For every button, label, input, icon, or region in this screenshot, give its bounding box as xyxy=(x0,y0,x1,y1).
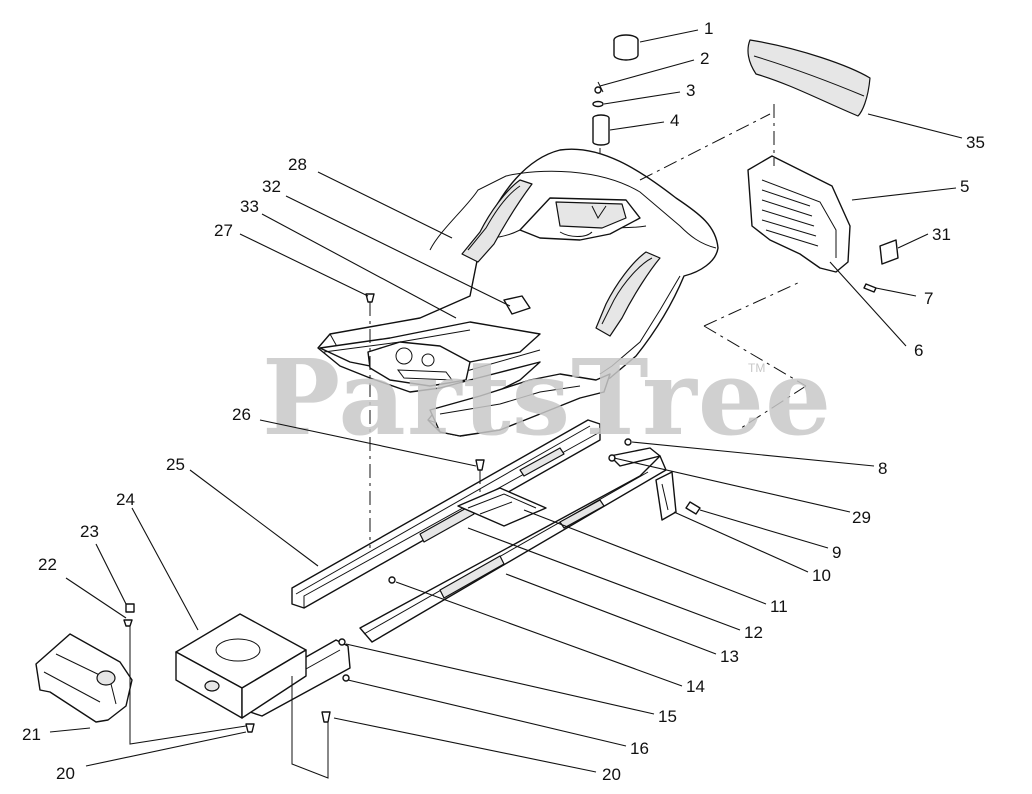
part-35-decal xyxy=(747,39,871,117)
part-26-bolt xyxy=(475,459,485,471)
callout-16: 16 xyxy=(630,739,649,758)
callout-2: 2 xyxy=(700,49,709,68)
callout-33: 33 xyxy=(240,197,259,216)
callout-4: 4 xyxy=(670,111,679,130)
part-16-nut xyxy=(342,674,350,682)
part-31-plate xyxy=(879,239,899,265)
leader-20-right-box xyxy=(291,676,329,779)
callout-21: 21 xyxy=(22,725,41,744)
centerline-6a xyxy=(703,281,801,327)
callout-29: 29 xyxy=(852,508,871,527)
callout-25: 25 xyxy=(166,455,185,474)
watermark: PartsTree xyxy=(262,336,832,459)
part-23-bolt xyxy=(125,603,135,613)
callout-24: 24 xyxy=(116,490,135,509)
part-5-rear-shield xyxy=(747,155,851,273)
part-1-knob xyxy=(613,34,639,61)
callout-32: 32 xyxy=(262,177,281,196)
centerline-6c xyxy=(737,385,807,431)
callout-7: 7 xyxy=(924,289,933,308)
callout-11: 11 xyxy=(770,597,788,616)
part-10-bracket xyxy=(655,471,677,521)
leader-20-left-box xyxy=(129,626,247,745)
part-8-nut xyxy=(624,438,632,446)
part-14-nut xyxy=(388,576,396,584)
part-3-washer xyxy=(592,100,604,108)
part-22-nut xyxy=(123,619,133,627)
callout-14: 14 xyxy=(686,677,705,696)
centerline-decal xyxy=(639,113,771,181)
callout-6: 6 xyxy=(914,341,923,360)
callout-12: 12 xyxy=(744,623,763,642)
part-20-bolt-right xyxy=(321,711,331,723)
callout-28: 28 xyxy=(288,155,307,174)
part-9-bolt xyxy=(685,501,701,515)
callout-15: 15 xyxy=(658,707,677,726)
callout-20-right: 20 xyxy=(602,765,621,784)
part-25-frame-rail-left xyxy=(291,419,601,609)
callout-20-left: 20 xyxy=(56,764,75,783)
part-15-bolt xyxy=(338,638,346,646)
callout-1: 1 xyxy=(704,19,713,38)
part-24-mounting-plate xyxy=(175,613,307,719)
callout-8: 8 xyxy=(878,459,887,478)
callout-27: 27 xyxy=(214,221,233,240)
callout-23: 23 xyxy=(80,522,99,541)
centerline-6b xyxy=(703,325,807,387)
callout-5: 5 xyxy=(960,177,969,196)
part-7-bolt xyxy=(863,283,877,293)
callout-22: 22 xyxy=(38,555,57,574)
callout-35: 35 xyxy=(966,133,985,152)
callout-13: 13 xyxy=(720,647,739,666)
callout-26: 26 xyxy=(232,405,251,424)
callout-labels: 1 2 3 4 35 28 32 33 27 5 31 7 6 26 8 25 … xyxy=(22,19,985,784)
part-20-bolt-left xyxy=(245,723,255,733)
watermark-trademark: TM xyxy=(748,361,765,375)
leader-lines xyxy=(49,29,963,773)
part-4-spacer xyxy=(592,114,610,146)
part-21-front-shield xyxy=(35,633,133,723)
part-11-cross-member xyxy=(457,487,547,527)
callout-9: 9 xyxy=(832,543,841,562)
part-13-frame-rail-right xyxy=(359,447,667,643)
callout-10: 10 xyxy=(812,566,831,585)
part-32-decal xyxy=(503,295,531,315)
part-28-fender xyxy=(317,148,719,437)
callout-31: 31 xyxy=(932,225,951,244)
part-2-pin xyxy=(594,81,604,94)
callout-3: 3 xyxy=(686,81,695,100)
